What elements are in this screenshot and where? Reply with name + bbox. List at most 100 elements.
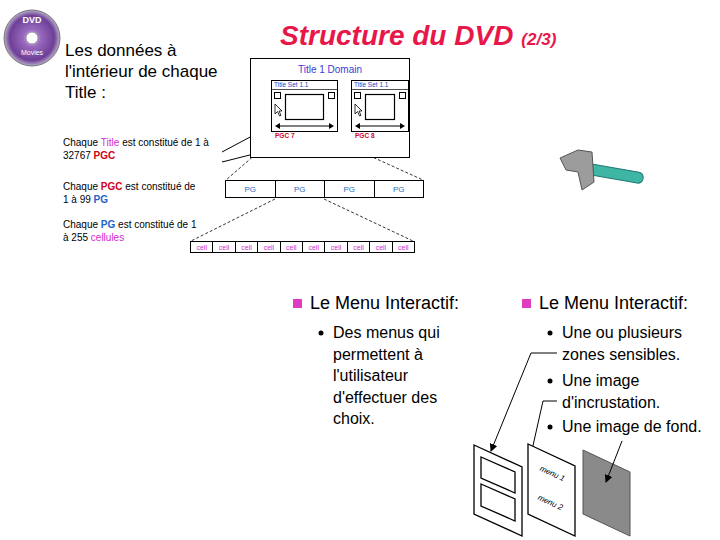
window-button bbox=[355, 93, 361, 99]
cell-label: cell bbox=[196, 243, 207, 252]
section-heading: Le Menu Interactif: bbox=[310, 292, 459, 314]
sentence-part: PGC bbox=[94, 150, 116, 161]
bullet-text: Une ou plusieurs zones sensibles. bbox=[562, 322, 714, 365]
title-set-window: Title Set 1.1PGC 7 bbox=[271, 80, 338, 141]
pgc-label: PGC 7 bbox=[275, 132, 295, 140]
cell-box: cell bbox=[280, 241, 303, 253]
cursor-icon bbox=[355, 104, 362, 116]
pg-cell: PG bbox=[374, 180, 425, 198]
window-drawing bbox=[271, 80, 338, 141]
zoom-line bbox=[324, 199, 413, 241]
nav-arrow bbox=[355, 123, 360, 129]
pgc-label: PGC 8 bbox=[355, 132, 375, 140]
leader-line bbox=[606, 441, 622, 482]
cell-box: cell bbox=[257, 241, 280, 253]
cell-label: cell bbox=[286, 243, 297, 252]
nav-arrow bbox=[275, 123, 280, 129]
nav-arrow bbox=[329, 123, 334, 129]
section-heading: Le Menu Interactif: bbox=[539, 292, 688, 314]
cell-label: cell bbox=[308, 243, 319, 252]
cell-box: cell bbox=[302, 241, 325, 253]
disc-hole bbox=[26, 32, 38, 44]
title-set-window: Title Set 1.1PGC 8 bbox=[351, 80, 409, 141]
window-frame bbox=[271, 80, 338, 141]
sentence-part: Chaque bbox=[63, 137, 98, 148]
bullet-dot bbox=[548, 379, 553, 384]
cell-label: cell bbox=[264, 243, 275, 252]
pg-cell: PG bbox=[225, 180, 276, 198]
bullet-dot bbox=[548, 331, 553, 336]
cell-box: cell bbox=[190, 241, 213, 253]
hammer-head bbox=[560, 150, 594, 190]
window-title: Title Set 1.1 bbox=[354, 81, 388, 89]
overlay-sheet bbox=[528, 444, 575, 536]
window-title: Title Set 1.1 bbox=[274, 81, 308, 89]
domain-title: Title 1 Domain bbox=[298, 64, 362, 76]
background-layer bbox=[583, 450, 630, 536]
bullet-square bbox=[522, 299, 531, 308]
slide-number: (2/3) bbox=[521, 30, 556, 50]
window-titlebar bbox=[271, 89, 338, 90]
sentence-part: Title bbox=[101, 137, 120, 148]
leader-line bbox=[491, 353, 557, 451]
bullet-text: Des menus qui permettent à l'utilisateur… bbox=[333, 322, 478, 430]
pg-label: PG bbox=[244, 185, 256, 194]
cursor-icon bbox=[275, 104, 282, 116]
overlay-outline bbox=[527, 443, 577, 537]
cell-box: cell bbox=[212, 241, 235, 253]
domain-box: Title 1 DomainTitle Set 1.1PGC 7Title Se… bbox=[250, 58, 410, 158]
nav-arrow bbox=[400, 123, 405, 129]
pg-label: PG bbox=[294, 185, 306, 194]
window-border bbox=[272, 81, 338, 132]
intro-text: Les données à l'intérieur de chaque Titl… bbox=[65, 40, 240, 103]
overlay-page: menu 1menu 2 bbox=[527, 443, 577, 537]
nav-bar bbox=[279, 125, 330, 126]
cell-label: cell bbox=[331, 243, 342, 252]
sentence-part: PG bbox=[101, 219, 115, 230]
window-button bbox=[329, 93, 335, 99]
disc-label: Movies bbox=[12, 49, 52, 57]
cell-box: cell bbox=[235, 241, 258, 253]
window-button bbox=[400, 93, 406, 99]
bullet-dot bbox=[548, 425, 553, 430]
bullet-square bbox=[293, 299, 302, 308]
pg-label: PG bbox=[393, 185, 405, 194]
cell-box: cell bbox=[392, 241, 415, 253]
cell-box: cell bbox=[324, 241, 347, 253]
bullet-text: Une image de fond. bbox=[562, 416, 714, 438]
window-button bbox=[275, 93, 281, 99]
bullet-text: Une image d'incrustation. bbox=[562, 370, 714, 413]
page-drawing bbox=[527, 443, 577, 537]
cell-label: cell bbox=[398, 243, 409, 252]
sentence-part: cellules bbox=[91, 232, 124, 243]
window-frame bbox=[351, 80, 409, 141]
pg-cell: PG bbox=[275, 180, 326, 198]
dvd-disc bbox=[4, 10, 60, 66]
title-row: Structure du DVD (2/3) bbox=[280, 20, 556, 52]
sentence-part: Chaque bbox=[63, 181, 98, 192]
cell-box: cell bbox=[347, 241, 370, 253]
window-screen bbox=[286, 95, 324, 120]
nav-bar bbox=[359, 125, 401, 126]
sentence: ChaquePGest constitué de 1 à 255cellules bbox=[63, 218, 203, 244]
pg-cell: PG bbox=[324, 180, 375, 198]
sentence-part: PGC bbox=[101, 181, 123, 192]
pg-label: PG bbox=[343, 185, 355, 194]
sentence-part: Chaque bbox=[63, 219, 98, 230]
cell-label: cell bbox=[376, 243, 387, 252]
sentence: ChaqueTitleest constitué de 1 à 32767PGC bbox=[63, 136, 213, 162]
window-screen bbox=[366, 95, 395, 120]
zoom-line bbox=[191, 199, 275, 241]
hotspot-layer bbox=[474, 445, 522, 536]
window-border bbox=[352, 81, 409, 132]
window-drawing bbox=[351, 80, 409, 141]
hotspot-zone bbox=[481, 484, 515, 521]
disc-label: DVD bbox=[12, 15, 52, 26]
sentence: ChaquePGCest constitué de 1 à 99PG bbox=[63, 180, 203, 206]
bullet-dot bbox=[319, 331, 324, 336]
cell-box: cell bbox=[369, 241, 392, 253]
sentence-part: PG bbox=[94, 194, 108, 205]
cell-label: cell bbox=[241, 243, 252, 252]
slide-title: Structure du DVD bbox=[280, 20, 513, 52]
